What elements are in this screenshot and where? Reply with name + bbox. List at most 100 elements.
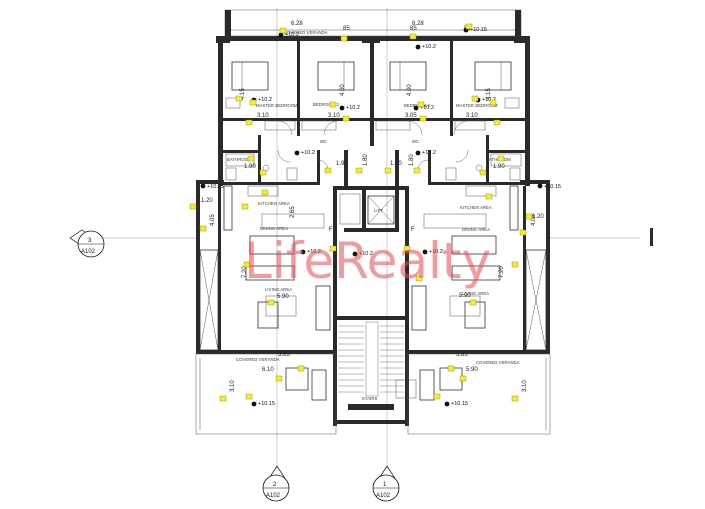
- electrical-tags: [189, 23, 533, 402]
- tag-marker: [485, 193, 493, 200]
- room-dining-right: DINING AREA: [462, 227, 490, 232]
- bed-left-master: [225, 61, 269, 109]
- tag-marker: [413, 167, 421, 174]
- level-bed2-l: +10.2: [346, 105, 360, 111]
- level-icon: [537, 183, 543, 189]
- level-top-r2: +10.15: [470, 27, 487, 33]
- dim-mbr-right-w: 3.10: [466, 113, 478, 119]
- bed-left-2: [317, 61, 355, 91]
- tag-marker: [355, 167, 363, 174]
- room-veranda-top: COVERED VERANDA: [284, 30, 328, 35]
- room-living-left: LIVING AREA: [265, 287, 292, 292]
- tag-marker: [249, 99, 257, 106]
- outer-walls: [196, 36, 550, 354]
- dim-living-left-w: 5.90: [277, 294, 289, 300]
- level-lobby: +10.2: [359, 251, 373, 257]
- level-icon: [422, 249, 428, 255]
- level-corr-r: +10.2: [422, 150, 436, 156]
- tag-marker: [497, 155, 505, 162]
- tag-marker: [493, 119, 501, 126]
- tag-marker: [247, 155, 255, 162]
- level-icon: [251, 401, 257, 407]
- dim-corr-r1: 1.90: [390, 161, 402, 167]
- tag-marker: [241, 203, 249, 210]
- tag-marker: [459, 375, 467, 382]
- tag-marker: [261, 189, 269, 196]
- dim-side-left-w: 1.20: [201, 198, 213, 204]
- dim-mbr-right-h: 4.15: [486, 88, 492, 100]
- dim-corr-r2: 1.80: [409, 154, 415, 166]
- tag-marker: [245, 393, 253, 400]
- tag-marker: [235, 95, 243, 102]
- tag-marker: [447, 365, 455, 372]
- dim-kitchen-w: 2.65: [290, 206, 296, 218]
- tag-marker: [489, 99, 497, 106]
- level-top-r: +10.2: [422, 44, 436, 50]
- dim-bath-left: 1.90: [244, 164, 256, 170]
- section-marker-2: 2 A102: [262, 465, 290, 502]
- dim-veranda-left-lw: 6.10: [262, 367, 274, 373]
- tag-marker: [199, 225, 207, 232]
- room-lift: LIFT: [374, 208, 383, 213]
- dim-side-right-w: 1.20: [532, 214, 544, 220]
- tag-marker: [259, 169, 267, 176]
- tag-marker: [340, 35, 348, 42]
- level-icon: [444, 401, 450, 407]
- level-veranda-r: +10.15: [451, 401, 468, 407]
- room-mbr-left: MASTER BEDROOM: [256, 103, 298, 108]
- section-marker-3: 3 A102: [69, 229, 105, 258]
- dim-85-b: 85: [410, 26, 417, 32]
- room-kitchen-right: KITCHEN AREA: [460, 205, 492, 210]
- dim-veranda-left-w: 3.85: [278, 352, 290, 358]
- level-mbr-l: +10.2: [258, 97, 272, 103]
- dim-top-left: 6.28: [291, 21, 303, 27]
- room-wc-left: WC: [320, 139, 327, 144]
- wardrobes: [264, 120, 486, 131]
- level-icon: [200, 183, 206, 189]
- tag-marker: [279, 27, 287, 34]
- section-3-sheet: A102: [81, 249, 96, 255]
- fire-mark-left: F: [329, 227, 333, 233]
- level-living-l: +10.2: [307, 249, 321, 255]
- dim-bath-right: 1.90: [493, 164, 505, 170]
- bed-right-2: [389, 61, 427, 91]
- roof-overhang: [224, 9, 522, 37]
- dim-veranda-left-h: 3.10: [230, 380, 236, 392]
- room-living-right: LIVING AREA: [462, 291, 489, 296]
- level-top-l: +10.2: [285, 32, 299, 38]
- level-side-r: +10.15: [544, 184, 561, 190]
- tag-marker: [297, 365, 305, 372]
- level-veranda-l: +10.15: [258, 401, 275, 407]
- section-marker-1: 1 A102: [372, 465, 400, 502]
- central-core: [333, 150, 409, 426]
- tag-marker: [469, 299, 477, 306]
- dim-top-right: 6.28: [412, 21, 424, 27]
- level-living-r: +10.2: [429, 249, 443, 255]
- room-mbr-right: MASTER BEDROOM: [456, 103, 498, 108]
- dim-corr-l1: 1.90: [336, 161, 348, 167]
- tag-marker: [511, 395, 519, 402]
- section-1-sheet: A102: [376, 493, 391, 499]
- living-furniture: [245, 265, 501, 331]
- level-corr-l: +10.2: [301, 150, 315, 156]
- tag-marker: [189, 203, 197, 210]
- room-wc-right: WC: [412, 139, 419, 144]
- tag-marker: [267, 299, 275, 306]
- door-swings: [277, 120, 469, 171]
- tag-marker: [342, 115, 350, 122]
- dim-bed2-right-w: 3.05: [405, 113, 417, 119]
- dim-living-right-h: 7.20: [499, 266, 505, 278]
- veranda-slab: [195, 350, 551, 435]
- level-icon: [294, 150, 300, 156]
- level-side-l: +10.15: [207, 184, 224, 190]
- tag-marker: [415, 275, 423, 282]
- tag-marker: [519, 229, 527, 236]
- level-icon: [278, 32, 284, 38]
- tag-marker: [329, 245, 337, 252]
- tag-marker: [324, 167, 332, 174]
- dim-bed2-left-w: 3.10: [328, 113, 340, 119]
- dimension-labels: 6.28 6.28 85 85 85 4.15 4.00 4.00 4.15 3…: [201, 21, 544, 392]
- tag-marker: [403, 245, 411, 252]
- dim-mbr-left-h: 4.15: [240, 88, 246, 100]
- interior-walls: [222, 41, 525, 185]
